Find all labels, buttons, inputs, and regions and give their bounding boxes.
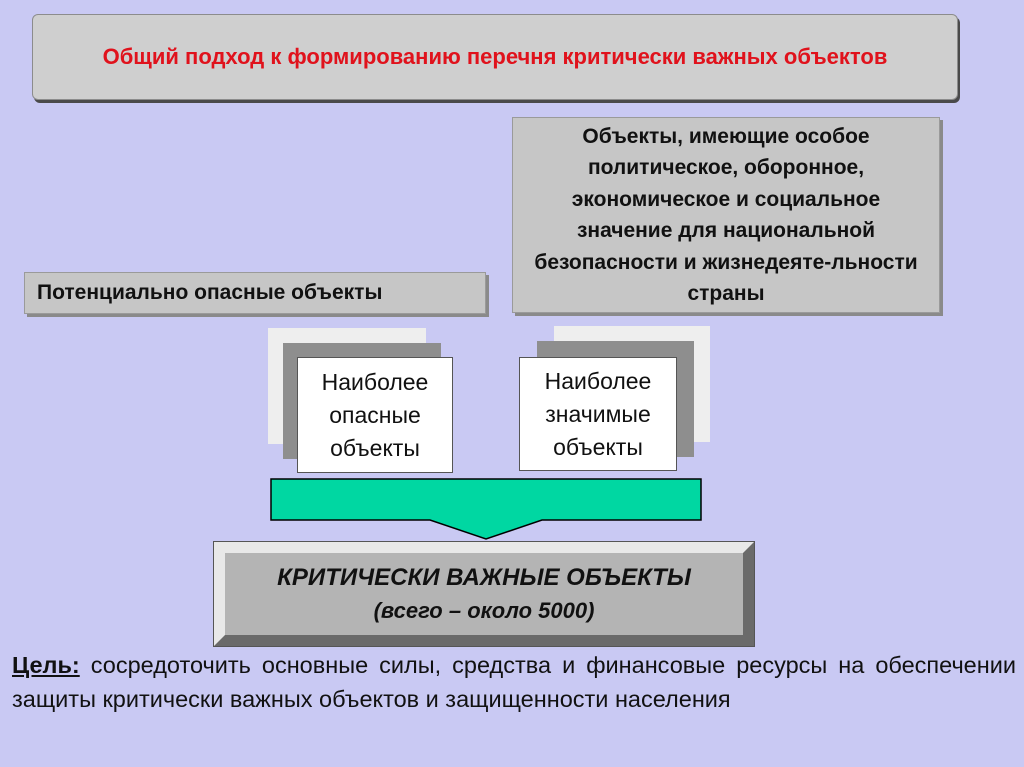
most-dangerous-card: Наиболее опасные объекты — [297, 357, 453, 473]
critical-objects-count: (всего – около 5000) — [373, 598, 595, 623]
critical-objects-box: КРИТИЧЕСКИ ВАЖНЫЕ ОБЪЕКТЫ (всего – около… — [214, 542, 754, 646]
page-title: Общий подход к формированию перечня крит… — [102, 44, 888, 69]
most-dangerous-text: Наиболее опасные объекты — [321, 368, 429, 461]
goal-text: сосредоточить основные силы, средства и … — [12, 652, 1016, 712]
strategic-objects-box: Объекты, имеющие особое политическое, об… — [512, 117, 940, 313]
most-significant-card: Наиболее значимые объекты — [519, 357, 677, 471]
critical-objects-title: КРИТИЧЕСКИ ВАЖНЫЕ ОБЪЕКТЫ — [277, 564, 691, 591]
goal-paragraph: Цель: сосредоточить основные силы, средс… — [12, 648, 1016, 716]
most-significant-text: Наиболее значимые объекты — [544, 367, 652, 460]
goal-label: Цель: — [12, 652, 80, 678]
strategic-objects-text: Объекты, имеющие особое политическое, об… — [534, 124, 918, 306]
hazardous-objects-box: Потенциально опасные объекты — [24, 272, 486, 314]
title-banner: Общий подход к формированию перечня крит… — [32, 14, 958, 100]
down-arrow-icon — [270, 478, 702, 540]
hazardous-objects-text: Потенциально опасные объекты — [37, 281, 383, 304]
